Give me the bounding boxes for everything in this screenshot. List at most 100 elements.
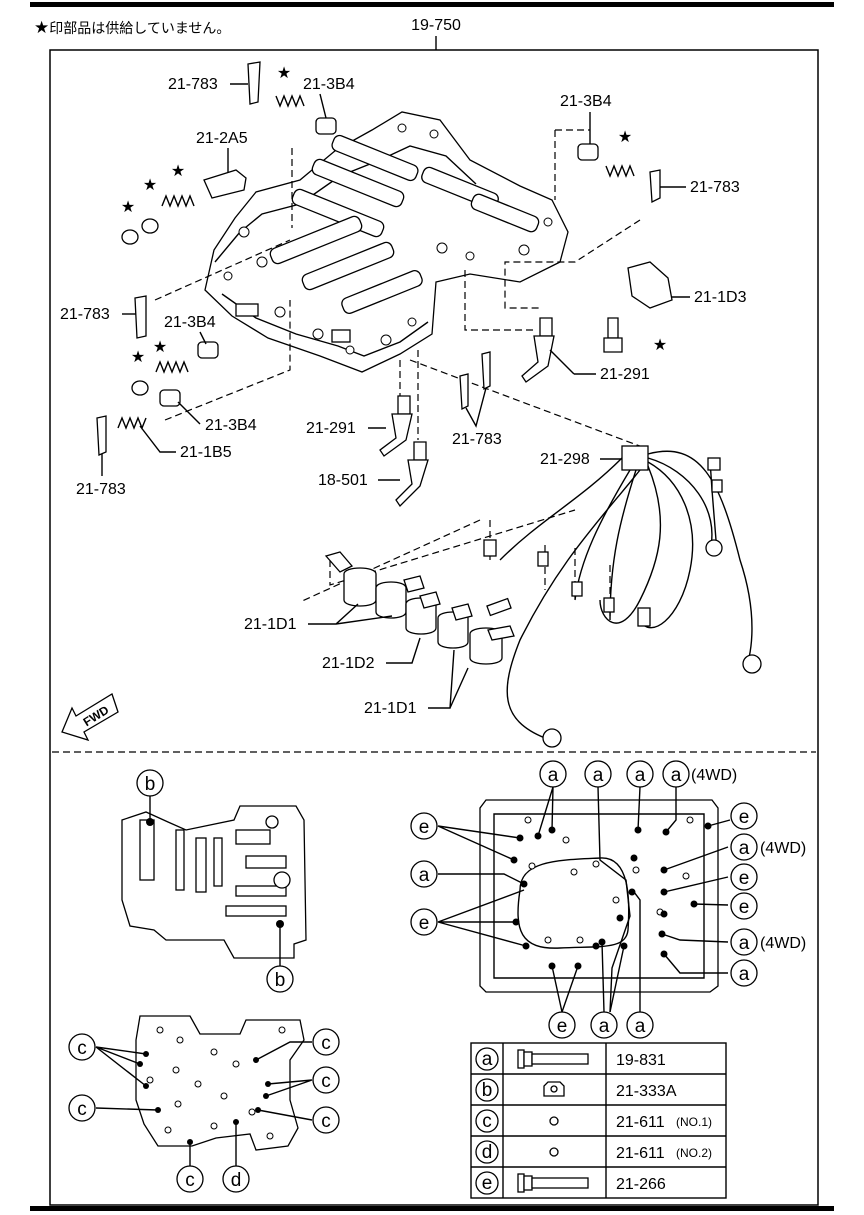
svg-text:21-2A5: 21-2A5 bbox=[196, 130, 248, 147]
spring-d bbox=[155, 360, 189, 374]
svg-text:21-3B4: 21-3B4 bbox=[205, 417, 257, 434]
svg-text:b: b bbox=[482, 1080, 493, 1101]
svg-text:21-611: 21-611 bbox=[616, 1114, 665, 1131]
long-bolt-icon bbox=[517, 1173, 589, 1193]
legend-row: e 21-266 bbox=[475, 1171, 666, 1195]
note-text: 印部品は供給していません。 bbox=[49, 20, 231, 36]
star-icon: ★ bbox=[153, 339, 167, 356]
assembly-number: 19-750 bbox=[411, 17, 461, 34]
star-icon: ★ bbox=[171, 163, 185, 180]
svg-text:21-291: 21-291 bbox=[600, 366, 650, 383]
legend-row: b 21-333A bbox=[475, 1078, 677, 1102]
svg-text:21-1D1: 21-1D1 bbox=[364, 700, 417, 717]
solenoid-21-1d3 bbox=[627, 261, 673, 309]
svg-text:21-3B4: 21-3B4 bbox=[303, 76, 355, 93]
spring-a bbox=[275, 94, 305, 108]
svg-text:c: c bbox=[321, 1111, 331, 1132]
svg-text:a: a bbox=[635, 765, 646, 786]
svg-text:b: b bbox=[275, 970, 286, 991]
flange-bolt-icon bbox=[517, 1049, 589, 1069]
svg-text:(4WD): (4WD) bbox=[691, 767, 737, 784]
assembly-guides bbox=[154, 129, 646, 620]
wiring-harness bbox=[483, 445, 762, 748]
svg-text:18-501: 18-501 bbox=[318, 472, 368, 489]
ball-icon bbox=[549, 1116, 559, 1126]
star-icon: ★ bbox=[34, 18, 50, 37]
small-parts bbox=[96, 61, 673, 508]
spring-c bbox=[605, 164, 635, 178]
pin-21-783-e2 bbox=[459, 373, 469, 411]
svg-text:(NO.1): (NO.1) bbox=[676, 1115, 712, 1129]
star-icon: ★ bbox=[277, 65, 291, 82]
svg-text:21-333A: 21-333A bbox=[616, 1083, 677, 1100]
callouts: 21-783 21-3B4 21-2A5 21-3B4 21-783 21-1D… bbox=[60, 76, 747, 717]
valve-body-view-ae: a a a a (4WD) e a (4WD) e e a (4WD) a e … bbox=[410, 760, 806, 1039]
pin-21-783-a bbox=[247, 61, 261, 105]
svg-text:a: a bbox=[548, 765, 559, 786]
svg-text:21-611: 21-611 bbox=[616, 1145, 665, 1162]
top-rule bbox=[30, 2, 834, 7]
svg-text:a: a bbox=[635, 1016, 646, 1037]
svg-text:e: e bbox=[419, 913, 430, 934]
svg-text:21-783: 21-783 bbox=[168, 76, 218, 93]
star-icon: ★ bbox=[131, 349, 145, 366]
svg-text:(4WD): (4WD) bbox=[760, 935, 806, 952]
svg-text:21-1D3: 21-1D3 bbox=[694, 289, 747, 306]
svg-text:21-783: 21-783 bbox=[76, 481, 126, 498]
star-icon: ★ bbox=[121, 199, 135, 216]
spring-e bbox=[117, 416, 147, 430]
svg-text:21-1D1: 21-1D1 bbox=[244, 616, 297, 633]
svg-text:a: a bbox=[671, 765, 682, 786]
svg-text:e: e bbox=[739, 868, 750, 889]
svg-text:21-3B4: 21-3B4 bbox=[164, 314, 216, 331]
valve-21-2a5 bbox=[203, 169, 247, 199]
svg-text:e: e bbox=[739, 897, 750, 918]
svg-text:b: b bbox=[145, 774, 156, 795]
svg-text:c: c bbox=[77, 1099, 87, 1120]
svg-text:21-3B4: 21-3B4 bbox=[560, 93, 612, 110]
legend-row: a 19-831 bbox=[475, 1047, 666, 1071]
svg-text:e: e bbox=[482, 1173, 493, 1194]
spring-b bbox=[161, 194, 195, 208]
bolt-legend-table: a 19-831 b 21-333A c 21-611 (NO.1) bbox=[470, 1042, 727, 1199]
svg-text:a: a bbox=[593, 765, 604, 786]
svg-text:21-298: 21-298 bbox=[540, 451, 590, 468]
svg-text:(4WD): (4WD) bbox=[760, 840, 806, 857]
svg-text:c: c bbox=[77, 1038, 87, 1059]
svg-text:e: e bbox=[557, 1016, 568, 1037]
svg-text:(NO.2): (NO.2) bbox=[676, 1146, 712, 1160]
shift-solenoids bbox=[324, 551, 515, 665]
svg-text:21-1B5: 21-1B5 bbox=[180, 444, 232, 461]
svg-text:19-831: 19-831 bbox=[616, 1052, 666, 1069]
svg-text:21-783: 21-783 bbox=[690, 179, 740, 196]
svg-text:d: d bbox=[231, 1170, 242, 1191]
ball-icon bbox=[549, 1147, 559, 1157]
nut-icon bbox=[543, 1081, 565, 1097]
svg-text:a: a bbox=[739, 964, 750, 985]
pin-21-783-b bbox=[649, 169, 661, 204]
svg-text:a: a bbox=[419, 865, 430, 886]
svg-text:21-783: 21-783 bbox=[60, 306, 110, 323]
svg-text:c: c bbox=[321, 1033, 331, 1054]
svg-text:21-783: 21-783 bbox=[452, 431, 502, 448]
svg-text:d: d bbox=[482, 1142, 493, 1163]
not-supplied-note: ★印部品は供給していません。 bbox=[34, 18, 230, 38]
pin-21-783-d bbox=[96, 415, 107, 456]
svg-text:21-1D2: 21-1D2 bbox=[322, 655, 375, 672]
bottom-rule bbox=[30, 1206, 834, 1211]
svg-text:e: e bbox=[739, 807, 750, 828]
svg-text:e: e bbox=[419, 817, 430, 838]
star-icon: ★ bbox=[653, 337, 667, 354]
svg-text:c: c bbox=[185, 1170, 195, 1191]
pin-21-783-e1 bbox=[481, 351, 491, 391]
svg-text:21-291: 21-291 bbox=[306, 420, 356, 437]
valve-body-view-b: b b bbox=[121, 769, 307, 993]
legend-row: c 21-611 (NO.1) bbox=[475, 1109, 712, 1133]
svg-text:21-266: 21-266 bbox=[616, 1176, 666, 1193]
fwd-arrow-icon: FWD bbox=[61, 693, 119, 742]
star-icon: ★ bbox=[143, 177, 157, 194]
star-icon: ★ bbox=[618, 129, 632, 146]
assembly-frame bbox=[49, 49, 819, 1206]
svg-text:a: a bbox=[482, 1049, 493, 1070]
